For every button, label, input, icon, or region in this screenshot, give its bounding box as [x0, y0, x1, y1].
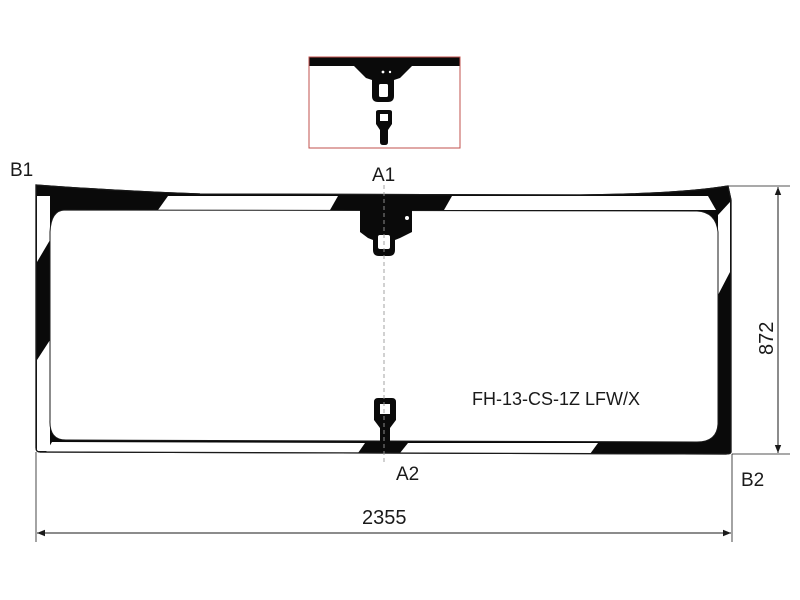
- frit-gap-left-bottom: [37, 340, 50, 451]
- part-code: FH-13-CS-1Z LFW/X: [472, 389, 640, 409]
- frit-gap-bottom-right: [400, 443, 598, 454]
- frit-gap-top-right: [444, 196, 716, 210]
- inset-border: [308, 56, 461, 149]
- frit-gap-bottom-left: [46, 442, 365, 453]
- width-dimension-value: 2355: [362, 507, 407, 529]
- inset-mount-hole: [381, 70, 385, 74]
- mirror-mount-hole: [405, 216, 409, 220]
- windshield: [35, 184, 732, 462]
- label-a2: A2: [396, 464, 419, 485]
- mirror-mount: [360, 210, 412, 256]
- inset-mount-window: [379, 84, 388, 97]
- inset-detail: [308, 56, 461, 149]
- frit-gap-right-top: [718, 202, 730, 295]
- inset-mount-hole: [388, 70, 392, 74]
- frit-gap-left-top: [37, 196, 50, 262]
- vision-area-outline: [49, 209, 719, 443]
- sensor-patch: [374, 398, 396, 442]
- inset-frit-band: [309, 57, 460, 102]
- label-a1: A1: [372, 165, 395, 186]
- frit-gap-top-left: [158, 196, 338, 210]
- sensor-window: [380, 404, 390, 414]
- inset-sensor-window: [380, 114, 388, 121]
- glass-edge: [35, 184, 732, 455]
- label-b1: B1: [10, 160, 33, 181]
- label-b2: B2: [741, 470, 764, 491]
- dimension-lines: [35, 185, 790, 542]
- height-dimension-value: 872: [756, 322, 778, 355]
